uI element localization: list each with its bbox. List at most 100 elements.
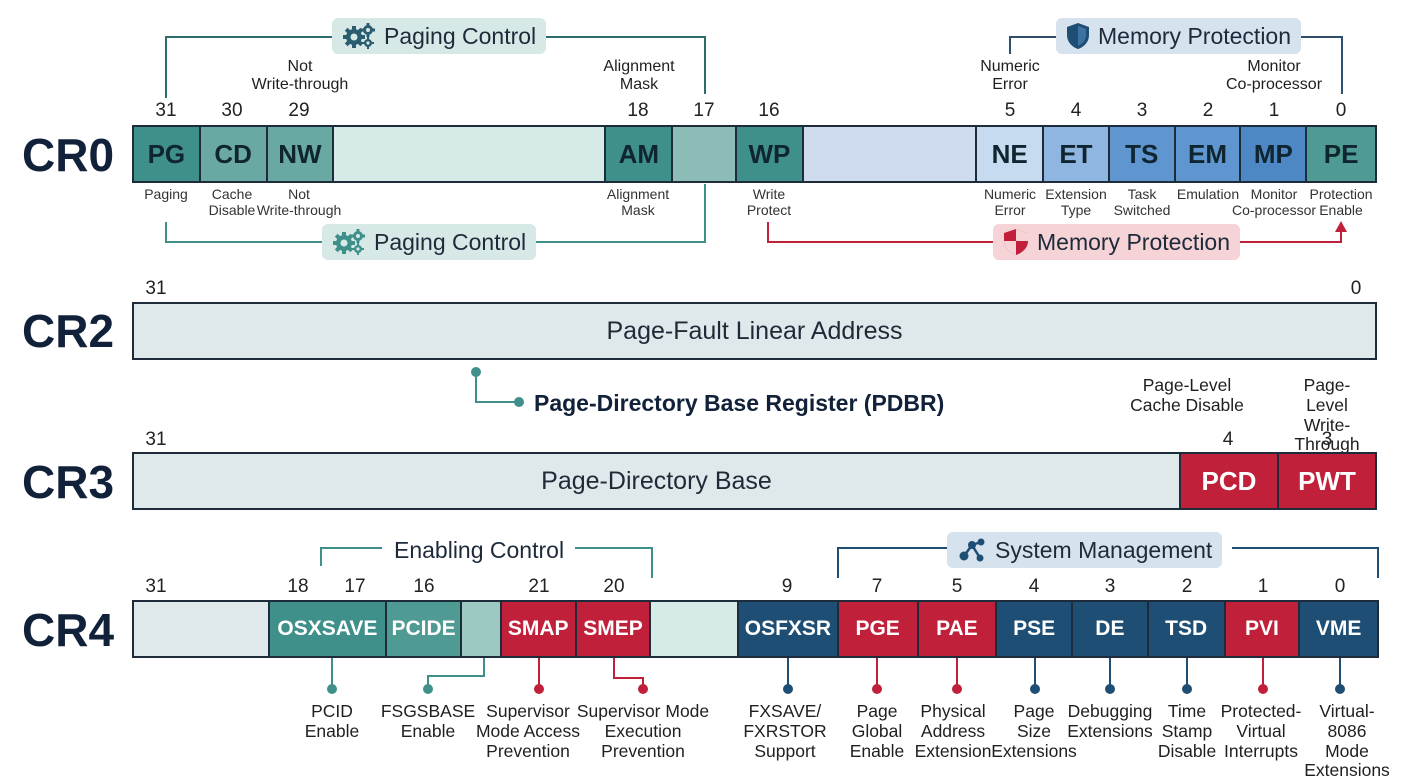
cr4-bit-17: 17 bbox=[344, 576, 366, 597]
cr0-memory-protection-pill-top: Memory Protection bbox=[1056, 18, 1302, 54]
cr4-field-smap: SMAP bbox=[501, 602, 577, 656]
cr0-paging-control-label-top: Paging Control bbox=[384, 22, 537, 49]
cr4-desc-pvi: Protected- Virtual Interrupts bbox=[1220, 701, 1302, 761]
cr0-note-mp: Monitor Co-processor bbox=[1225, 58, 1323, 94]
cr0-note-ne: Numeric Error bbox=[980, 58, 1040, 94]
cr4-desc-osfxsr: FXSAVE/ FXRSTOR Support bbox=[743, 701, 827, 761]
cr0-desc-em: Emulation bbox=[1176, 186, 1240, 202]
cr0-note-nw: Not Write-through bbox=[251, 58, 349, 94]
cr4-field-pvi: PVI bbox=[1225, 602, 1301, 656]
cr4-reserved-mid bbox=[651, 602, 740, 656]
cr0-paging-control-label-bottom: Paging Control bbox=[374, 228, 527, 255]
cr0-bit-1: 1 bbox=[1268, 100, 1280, 121]
cr2-bit-0: 0 bbox=[1350, 278, 1362, 299]
cr4-desc-pse: Page Size Extensions bbox=[991, 701, 1077, 761]
cr4-left-bracket-right bbox=[575, 547, 653, 578]
pdbr-dot-end bbox=[514, 397, 524, 407]
cr0-desc-mp: Monitor Co-processor bbox=[1231, 186, 1317, 218]
cr0-desc-pg: Paging bbox=[144, 186, 188, 202]
cr0-desc-wp: Write Protect bbox=[746, 186, 792, 218]
cr0-register-row: PG CD NW AM WP NE ET TS EM MP PE bbox=[132, 125, 1377, 183]
cr0-bit-5: 5 bbox=[1004, 100, 1016, 121]
cr0-note-am: Alignment Mask bbox=[603, 58, 675, 94]
cr4-bit-16: 16 bbox=[413, 576, 435, 597]
cr4-leaders bbox=[327, 658, 1345, 694]
cr2-bit-31: 31 bbox=[145, 278, 167, 299]
cr3-field-pwt: PWT bbox=[1279, 454, 1375, 508]
cr4-bit-9: 9 bbox=[781, 576, 793, 597]
cr4-field-fsgsbase bbox=[461, 602, 502, 656]
cr0-bit-30: 30 bbox=[221, 100, 243, 121]
cr0-desc-ne: Numeric Error bbox=[983, 186, 1037, 218]
cr0-bottom-left-bracket bbox=[165, 222, 322, 243]
cr3-field-page-directory-base: Page-Directory Base bbox=[134, 454, 1181, 508]
cr4-desc-pge: Page Global Enable bbox=[849, 701, 905, 761]
cr0-bottom-left-bracket-right bbox=[528, 184, 706, 243]
cr0-field-pg: PG bbox=[134, 127, 201, 181]
cr4-right-bracket-right bbox=[1232, 547, 1379, 578]
cr0-paging-control-pill-bottom: Paging Control bbox=[322, 224, 537, 260]
cr4-bit-1: 1 bbox=[1257, 576, 1269, 597]
cr0-bottom-right-bracket bbox=[767, 222, 993, 243]
cr0-field-cd: CD bbox=[200, 127, 268, 181]
cr4-bit-7: 7 bbox=[871, 576, 883, 597]
cr4-desc-tsd: Time Stamp Disable bbox=[1157, 701, 1217, 761]
cr4-field-osxsave: OSXSAVE bbox=[269, 602, 388, 656]
cr3-field-pcd: PCD bbox=[1181, 454, 1279, 508]
cr0-reserved-28-19 bbox=[334, 127, 607, 181]
cr4-right-bracket bbox=[837, 547, 947, 578]
cr0-bit-4: 4 bbox=[1070, 100, 1082, 121]
cr4-desc-pcid: PCID Enable bbox=[304, 701, 360, 741]
cr3-bit-3: 3 bbox=[1321, 429, 1333, 450]
cr2-register-row: Page-Fault Linear Address bbox=[132, 302, 1377, 360]
cr4-reserved-31 bbox=[134, 602, 270, 656]
cr4-field-de: DE bbox=[1073, 602, 1149, 656]
cr0-bit-0: 0 bbox=[1335, 100, 1347, 121]
cr4-register-row: OSXSAVE PCIDE SMAP SMEP OSFXSR PGE PAE P… bbox=[132, 600, 1379, 658]
cr4-field-tsd: TSD bbox=[1148, 602, 1226, 656]
cr0-desc-pe: Protection Enable bbox=[1309, 186, 1373, 218]
cr3-note-pwt: Page-Level Write-Through bbox=[1294, 375, 1360, 455]
cr3-bit-31: 31 bbox=[145, 429, 167, 450]
cr0-memory-protection-label-top: Memory Protection bbox=[1098, 22, 1292, 49]
cr0-arrowhead bbox=[1335, 221, 1347, 232]
cr0-field-am: AM bbox=[606, 127, 674, 181]
cr4-desc-de: Debugging Extensions bbox=[1067, 701, 1153, 741]
cr4-bit-4: 4 bbox=[1028, 576, 1040, 597]
cr0-top-right-bracket-right bbox=[1290, 36, 1343, 94]
cr0-top-left-bracket-right bbox=[535, 36, 706, 94]
cr0-field-pe: PE bbox=[1307, 127, 1375, 181]
cr4-bit-31: 31 bbox=[145, 576, 167, 597]
pdbr-label: Page-Directory Base Register (PDBR) bbox=[534, 390, 945, 416]
cr2-field-page-fault-linear-address: Page-Fault Linear Address bbox=[134, 304, 1375, 358]
cr4-register-name: CR4 bbox=[22, 604, 115, 656]
cr4-system-management-label: System Management bbox=[995, 536, 1213, 563]
cr0-desc-nw: Not Write-through bbox=[256, 186, 342, 218]
cr0-desc-cd: Cache Disable bbox=[208, 186, 256, 218]
gears-icon bbox=[343, 23, 375, 49]
cr0-field-ne: NE bbox=[977, 127, 1045, 181]
cr4-field-pae: PAE bbox=[918, 602, 998, 656]
cr0-top-left-bracket bbox=[165, 36, 333, 98]
cr4-desc-fsgsbase: FSGSBASE Enable bbox=[380, 701, 476, 741]
cr0-register-name: CR0 bbox=[22, 129, 115, 181]
cr0-reserved-17 bbox=[673, 127, 738, 181]
cr4-desc-pae: Physical Address Extension bbox=[914, 701, 992, 761]
cr4-field-pcide: PCIDE bbox=[387, 602, 462, 656]
cr0-field-mp: MP bbox=[1241, 127, 1308, 181]
cr0-bit-29: 29 bbox=[288, 100, 310, 121]
cr0-field-em: EM bbox=[1175, 127, 1242, 181]
cr0-field-et: ET bbox=[1044, 127, 1110, 181]
cr4-field-pse: PSE bbox=[997, 602, 1073, 656]
cr3-register-name: CR3 bbox=[22, 456, 115, 508]
cr0-memory-protection-label-bottom: Memory Protection bbox=[1037, 228, 1231, 255]
cr4-system-management-pill: System Management bbox=[947, 532, 1223, 568]
cr4-field-smep: SMEP bbox=[576, 602, 652, 656]
cr3-note-pcd: Page-Level Cache Disable bbox=[1130, 375, 1244, 415]
cr0-memory-protection-pill-bottom: Memory Protection bbox=[993, 224, 1241, 260]
cr4-desc-vme: Virtual-8086 Mode Extensions bbox=[1304, 701, 1390, 781]
pdbr-connector bbox=[475, 373, 519, 403]
cr4-bit-21: 21 bbox=[528, 576, 550, 597]
cr4-bit-5: 5 bbox=[951, 576, 963, 597]
